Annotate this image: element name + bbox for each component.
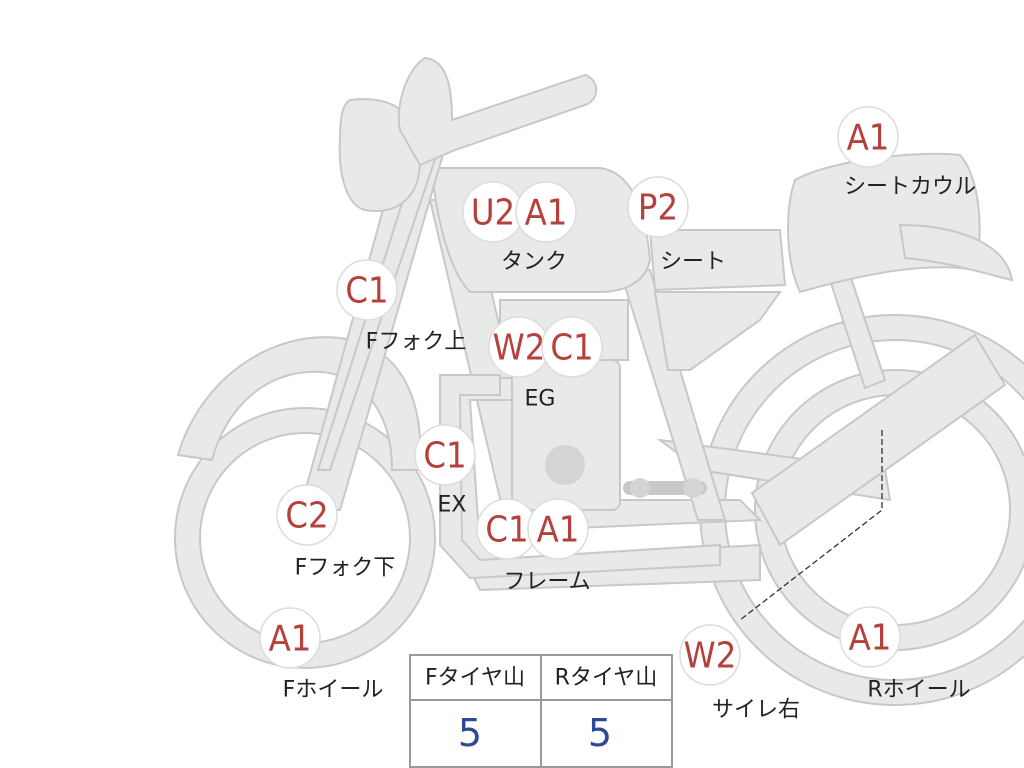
part-label: Fフォク下 (295, 556, 396, 581)
part-label: Rホイール (867, 678, 970, 703)
damage-code-badge (414, 424, 476, 486)
damage-code-badge (837, 106, 899, 168)
damage-code-badge (541, 316, 603, 378)
damage-code: A1 (537, 510, 580, 551)
rear-fender-shape (898, 223, 1014, 282)
part-label: EX (438, 493, 467, 518)
seat-under-shape (653, 291, 782, 371)
exhaust-pipe-shape (439, 374, 721, 580)
damage-code: C1 (423, 436, 466, 477)
damage-code-badge (527, 498, 589, 560)
damage-code: C1 (550, 328, 593, 369)
damage-code-badge (627, 176, 689, 238)
damage-code: A1 (849, 618, 892, 659)
damage-code-badge (839, 606, 901, 668)
damage-code: A1 (847, 118, 890, 159)
damage-code-badge (276, 484, 338, 546)
damage-code: C1 (485, 510, 528, 551)
rear-tire-value: 5 (588, 711, 612, 755)
part-label: シートカウル (844, 175, 976, 200)
motorcycle-illustration (174, 56, 1024, 706)
front-tire-value: 5 (458, 711, 482, 755)
part-label: EG (525, 387, 556, 412)
damage-marker-muffler-right: W2 サイレ右 (679, 624, 800, 723)
part-label: シート (660, 250, 726, 275)
damage-marker-seat: P2 シート (627, 176, 726, 275)
damage-code-badge (336, 259, 398, 321)
muffler-leader-line (739, 430, 883, 621)
damage-code: W2 (493, 328, 546, 369)
damage-code: W2 (684, 636, 737, 677)
damage-code: A1 (269, 619, 312, 660)
part-label: タンク (501, 250, 567, 275)
rear-tire-header: Rタイヤ山 (555, 666, 658, 691)
damage-code-badge (515, 181, 577, 243)
part-label: Fホイール (283, 678, 384, 703)
damage-code: U2 (471, 193, 515, 234)
part-label: フレーム (503, 570, 590, 595)
muffler-shape (750, 333, 1007, 547)
damage-marker-seat-cowl: A1 シートカウル (837, 106, 976, 200)
handlebar-shape (397, 56, 598, 167)
tire-tread-table: Fタイヤ山 Rタイヤ山 5 5 (409, 654, 673, 768)
damage-code-badge (259, 607, 321, 669)
damage-code-badge (679, 624, 741, 686)
damage-code: C1 (345, 271, 388, 312)
damage-code: A1 (525, 193, 568, 234)
part-label: Fフォク上 (366, 330, 467, 355)
damage-code: P2 (638, 188, 678, 229)
front-tire-header: Fタイヤ山 (425, 666, 525, 691)
damage-code: C2 (285, 496, 328, 537)
part-label: サイレ右 (712, 698, 800, 723)
seat-shape (648, 229, 787, 292)
